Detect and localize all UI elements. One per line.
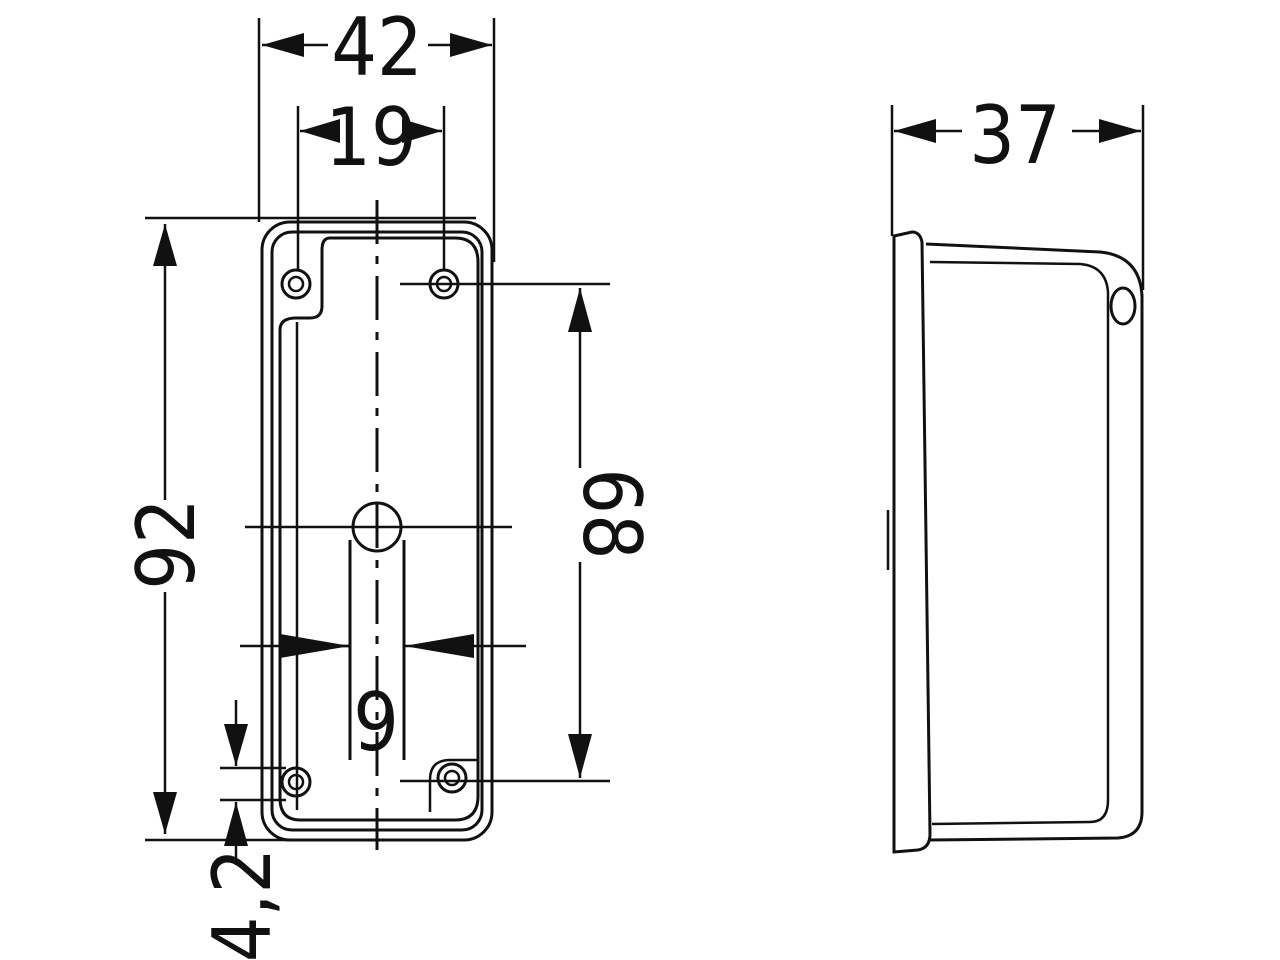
dim-9: 9 (280, 634, 474, 769)
dim-4-2-label: 4,2 (196, 848, 289, 960)
side-lug-hole (1109, 286, 1137, 326)
dim-9-label: 9 (353, 676, 399, 769)
dim-68: 68 (565, 288, 658, 778)
dim-19: 19 (300, 91, 442, 184)
dim-19-label: 19 (325, 91, 417, 184)
front-view: 42 19 92 68 (120, 1, 658, 960)
lens-border (278, 236, 480, 822)
side-housing (925, 242, 1144, 842)
dim-4-2: 4,2 (196, 700, 289, 960)
dim-37: 37 (894, 89, 1141, 182)
dim-92: 92 (120, 224, 213, 834)
extension-lines (145, 18, 610, 842)
hole-top-left (280, 268, 312, 300)
side-flange (892, 230, 932, 854)
hole-bottom-right (436, 762, 468, 794)
side-housing-inner (929, 260, 1110, 826)
dim-42-label: 42 (331, 1, 423, 94)
dim-42: 42 (262, 1, 492, 94)
dim-68-label: 68 (565, 468, 658, 560)
side-view: 37 (886, 89, 1145, 854)
dim-37-label: 37 (969, 89, 1061, 182)
hole-bottom-left (280, 766, 312, 798)
dim-92-label: 92 (120, 498, 213, 590)
cable-slot (348, 540, 406, 760)
